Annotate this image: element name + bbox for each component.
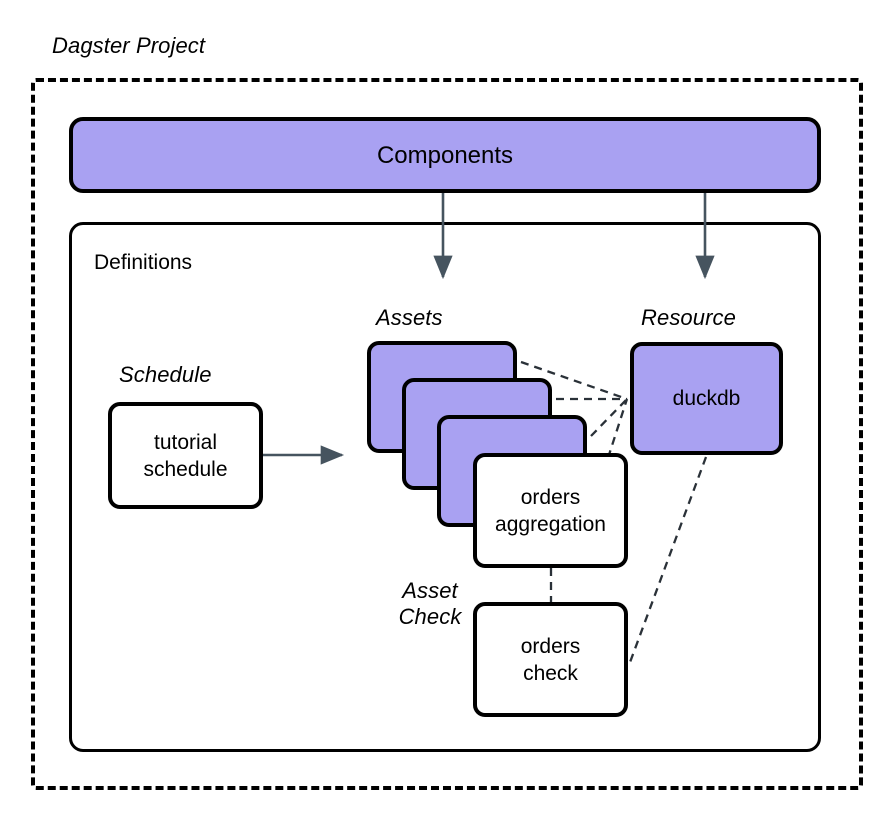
resource-group-label: Resource xyxy=(641,305,736,330)
duckdb-resource-node[interactable]: duckdb xyxy=(630,342,783,455)
components-box[interactable]: Components xyxy=(69,117,821,193)
dagster-project-frame xyxy=(31,78,863,790)
project-title: Dagster Project xyxy=(52,33,206,58)
orders-check-node[interactable]: orders check xyxy=(473,602,628,717)
definitions-frame xyxy=(69,222,821,752)
definitions-label: Definitions xyxy=(94,251,193,274)
asset-check-group-label: Asset Check xyxy=(398,578,462,629)
tutorial-schedule-node[interactable]: tutorial schedule xyxy=(108,402,263,509)
schedule-group-label: Schedule xyxy=(119,362,212,387)
orders-aggregation-node[interactable]: orders aggregation xyxy=(473,453,628,568)
assets-group-label: Assets xyxy=(376,305,443,330)
